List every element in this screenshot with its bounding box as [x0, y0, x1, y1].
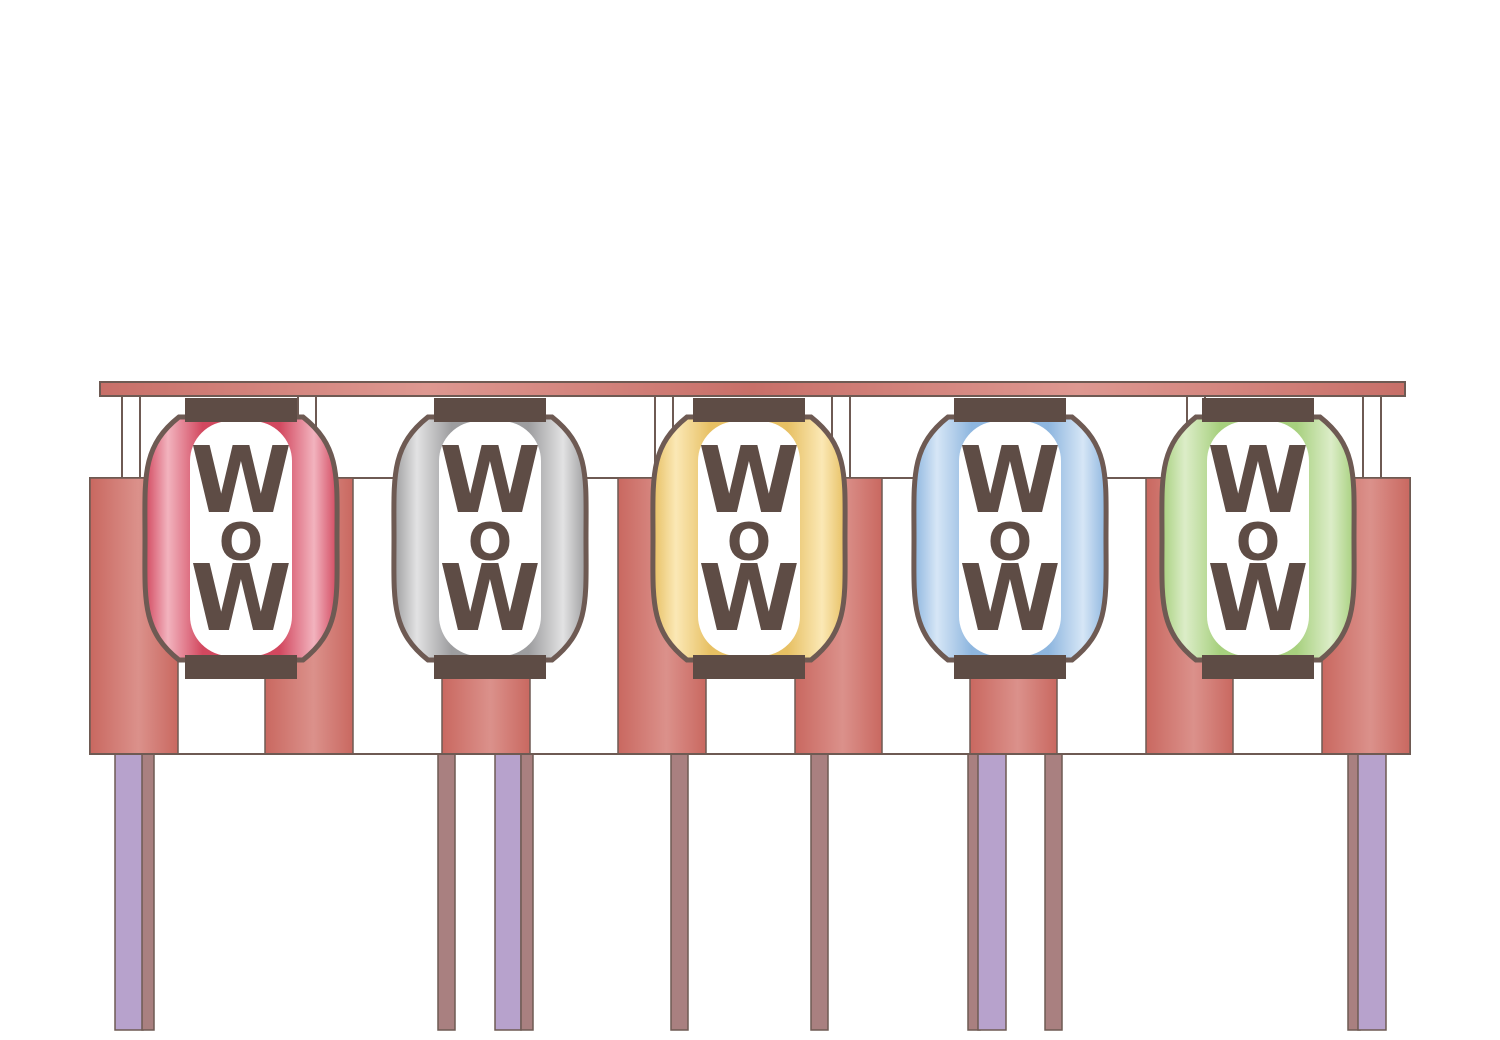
fence-post-7 — [810, 751, 829, 1031]
fence-post-10 — [1044, 751, 1063, 1031]
fence-post-3 — [437, 751, 456, 1031]
lantern-label-panel — [959, 421, 1061, 656]
lantern-letter-2: O — [219, 513, 263, 573]
fence-post-5 — [520, 751, 534, 1031]
fence-post-9 — [977, 751, 1007, 1031]
lantern-letter-3: W — [1207, 545, 1308, 652]
lantern-label-panel — [1207, 421, 1309, 656]
fence-post-4 — [494, 751, 522, 1031]
lantern-blue: WOW — [911, 398, 1109, 679]
fence-post-12 — [1357, 751, 1387, 1031]
lantern-bottom-cap — [185, 655, 297, 679]
lantern-bottom-cap — [434, 655, 546, 679]
lantern-letter-2: O — [1236, 513, 1280, 573]
fence-posts — [114, 751, 1387, 1031]
lantern-letter-2: O — [727, 513, 771, 573]
lantern-letter-2: O — [988, 513, 1032, 573]
lantern-letter-3: W — [959, 545, 1060, 652]
fence-post-2 — [141, 751, 155, 1031]
lantern-letter-1: W — [959, 427, 1060, 534]
lantern-top-cap — [185, 398, 297, 422]
roof-beam — [99, 381, 1406, 397]
lantern-label-panel — [439, 421, 541, 656]
lantern-top-cap — [1202, 398, 1314, 422]
lantern-top-cap — [693, 398, 805, 422]
lantern-letter-1: W — [190, 427, 291, 534]
lantern-green: WOW — [1159, 398, 1357, 679]
lantern-top-cap — [954, 398, 1066, 422]
lantern-bottom-cap — [1202, 655, 1314, 679]
fence-post-6 — [670, 751, 689, 1031]
lantern-letter-3: W — [439, 545, 540, 652]
lantern-bottom-cap — [693, 655, 805, 679]
lantern-bottom-cap — [954, 655, 1066, 679]
lantern-letter-1: W — [1207, 427, 1308, 534]
lantern-letter-1: W — [698, 427, 799, 534]
lantern-yellow: WOW — [650, 398, 848, 679]
lantern-letter-2: O — [468, 513, 512, 573]
lantern-letter-3: W — [698, 545, 799, 652]
lantern-letter-3: W — [190, 545, 291, 652]
lantern-letter-1: W — [439, 427, 540, 534]
lantern-gray: WOW — [391, 398, 589, 679]
lantern-label-panel — [698, 421, 800, 656]
lantern-top-cap — [434, 398, 546, 422]
fence-post-1 — [114, 751, 144, 1031]
lantern-red: WOW — [142, 398, 340, 679]
lantern-label-panel — [190, 421, 292, 656]
